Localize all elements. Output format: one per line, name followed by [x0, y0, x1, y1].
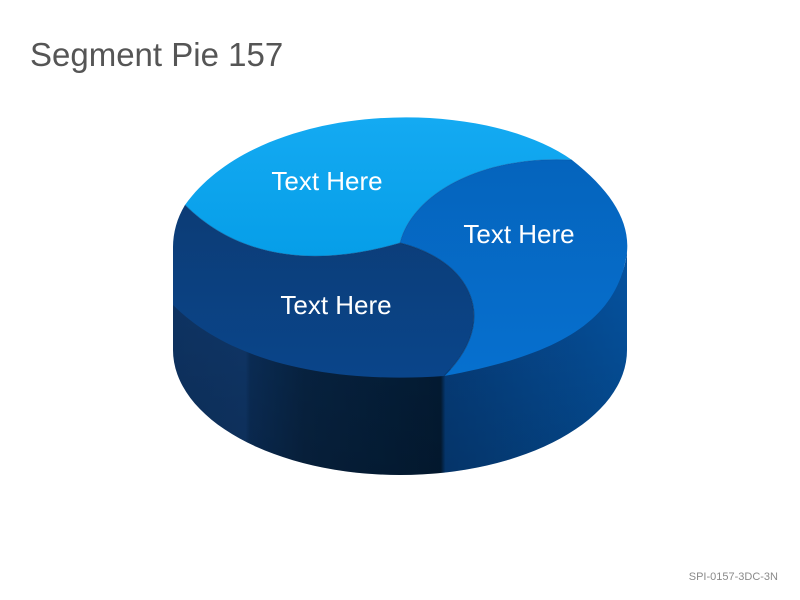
pie-side-shade: [173, 247, 627, 475]
segment-divider: [399, 242, 475, 377]
segment-label-right: Text Here: [463, 219, 574, 249]
pie-segment-top: [185, 117, 572, 257]
segment-label-left: Text Here: [280, 290, 391, 320]
pie-segment-left: [173, 205, 474, 378]
slide-code: SPI-0157-3DC-3N: [688, 571, 778, 583]
pie-segment-right: [400, 159, 628, 376]
slide-title: Segment Pie 157: [30, 36, 284, 73]
segment-divider: [184, 204, 401, 257]
segment-divider: [399, 159, 573, 244]
segment-label-top: Text Here: [271, 166, 382, 196]
